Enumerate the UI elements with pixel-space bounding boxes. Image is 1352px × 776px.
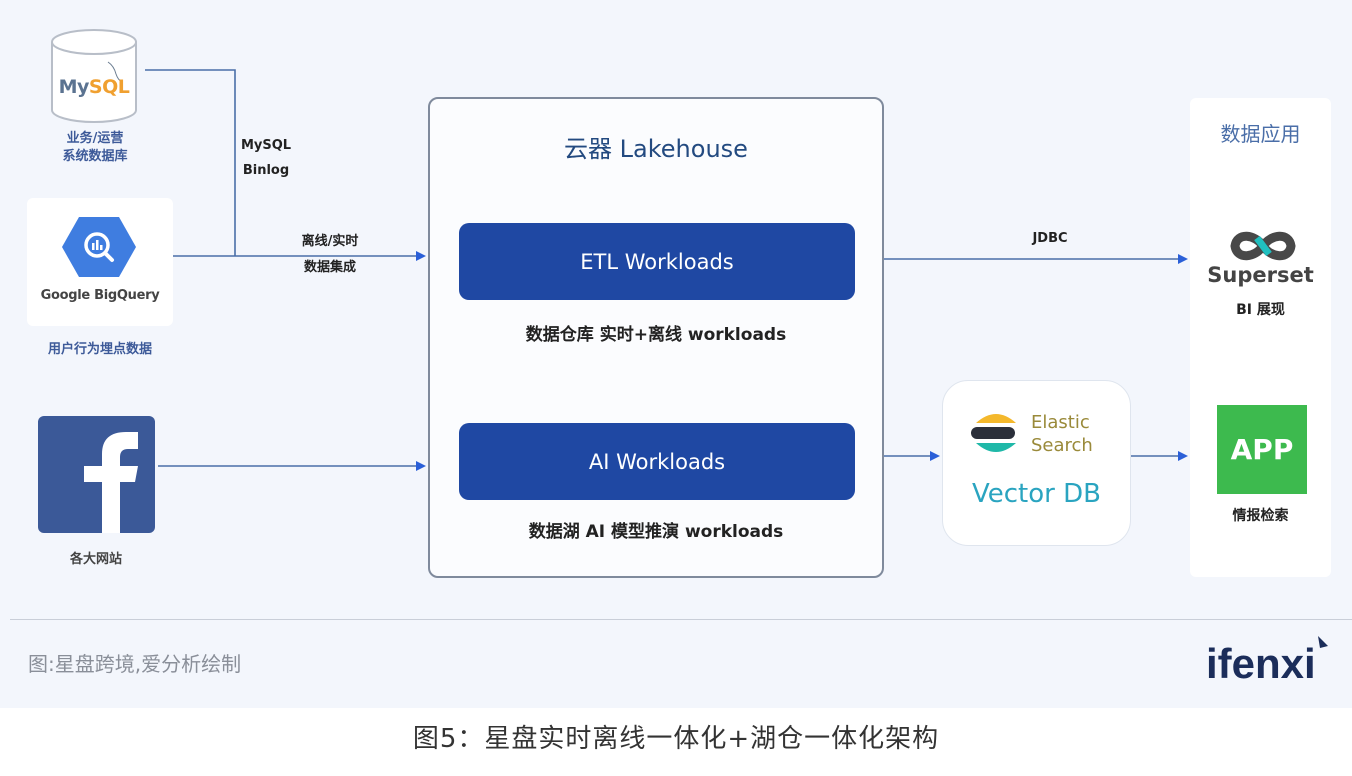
bigquery-source: Google BigQuery [27, 198, 173, 326]
facebook-label: 各大网站 [69, 552, 122, 567]
mysql-logo: MySQL [58, 76, 130, 98]
footer-divider [10, 619, 1352, 620]
facebook-source [38, 416, 155, 533]
vector-db-label: Vector DB [972, 479, 1101, 509]
superset-name: Superset [1207, 263, 1314, 287]
vector-db-box: Elastic Search Vector DB [942, 380, 1131, 546]
bigquery-name: Google BigQuery [40, 288, 160, 303]
facebook-icon [84, 432, 138, 533]
etl-workloads-desc: 数据仓库 实时+离线 workloads [525, 325, 787, 345]
jdbc-label: JDBC [1032, 231, 1068, 246]
superset-icon [1230, 231, 1296, 261]
credit-text: 图:星盘跨境,爱分析绘制 [28, 652, 242, 676]
database-cylinder-icon [51, 29, 137, 123]
ai-workloads-desc: 数据湖 AI 模型推演 workloads [528, 522, 784, 542]
bigquery-label: 用户行为埋点数据 [47, 342, 152, 357]
mysql-label: 业务/运营 系统数据库 [40, 130, 150, 166]
lakehouse-container: 云器 Lakehouse ETL Workloads 数据仓库 实时+离线 wo… [428, 97, 884, 578]
elasticsearch-icon [971, 414, 1016, 452]
integration-line2: 数据集成 [303, 260, 356, 275]
mysql-label-line2: 系统数据库 [62, 149, 128, 164]
es-line1: Elastic [1031, 412, 1090, 433]
mysql-label-line1: 业务/运营 [66, 131, 124, 146]
mysql-source: MySQL [50, 28, 138, 124]
bi-label: BI 展现 [1236, 302, 1285, 318]
integration-label: 离线/实时 数据集成 [280, 229, 380, 281]
binlog-line2: Binlog [242, 163, 290, 178]
binlog-line1: MySQL [240, 138, 292, 153]
dolphin-icon [107, 61, 123, 83]
data-apps-title: 数据应用 [1220, 122, 1301, 146]
elasticsearch-text: Elastic Search [1031, 411, 1093, 457]
app-icon: APP [1217, 405, 1307, 494]
bigquery-icon [62, 217, 136, 277]
brand-text: ifenxi [1206, 640, 1316, 684]
architecture-diagram: MySQL 业务/运营 系统数据库 MySQL Binlog 离线/实时 数据集… [0, 0, 1352, 708]
mysql-binlog-label: MySQL Binlog [236, 133, 296, 183]
data-apps-panel: 数据应用 Superset BI 展现 APP 情报检索 [1190, 98, 1331, 577]
integration-line1: 离线/实时 [301, 234, 359, 249]
ai-workloads-box: AI Workloads [459, 423, 855, 500]
es-line2: Search [1031, 435, 1093, 456]
app-label: 情报检索 [1232, 508, 1289, 524]
figure-caption: 图5：星盘实时离线一体化+湖仓一体化架构 [412, 724, 940, 754]
lakehouse-title: 云器 Lakehouse [564, 135, 748, 163]
ifenxi-logo: ifenxi [1206, 636, 1328, 684]
etl-workloads-box: ETL Workloads [459, 223, 855, 300]
